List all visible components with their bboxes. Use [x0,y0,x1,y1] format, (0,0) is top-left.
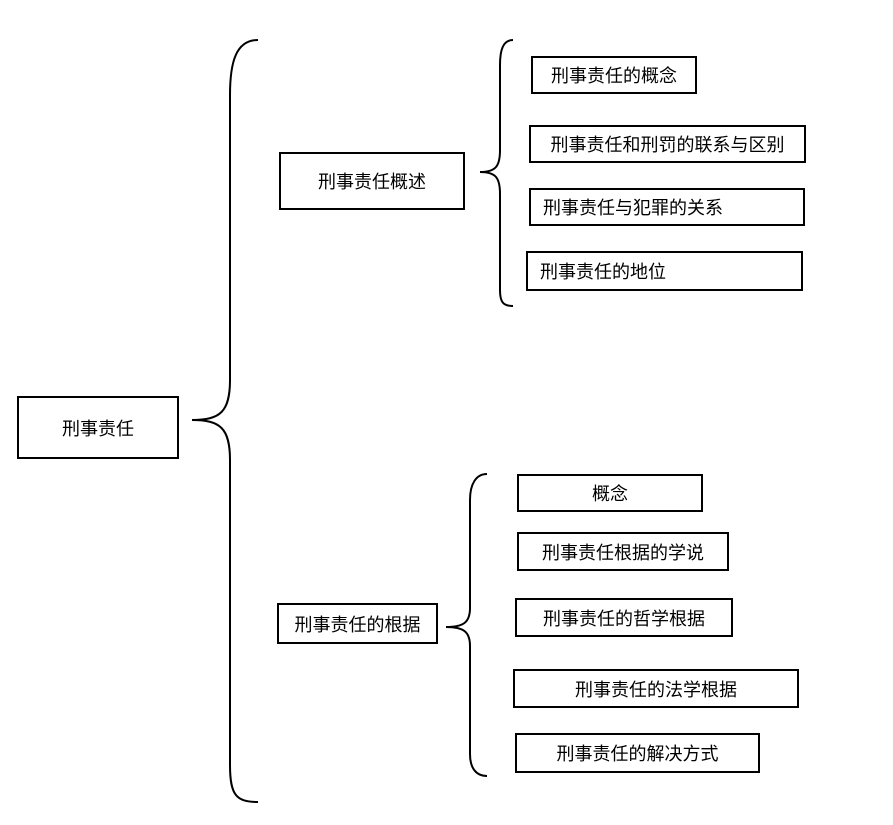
leaf-node: 刑事责任与犯罪的关系 [529,188,805,226]
branch-node-overview: 刑事责任概述 [279,152,465,210]
leaf-node: 刑事责任和刑罚的联系与区别 [529,125,806,163]
leaf-node-label: 刑事责任与犯罪的关系 [543,198,723,219]
leaf-node-label: 刑事责任的解决方式 [556,744,719,765]
branch-node-label: 刑事责任的根据 [294,614,421,636]
root-brace [191,39,259,803]
leaf-node-label: 概念 [592,484,628,505]
leaf-node: 刑事责任的哲学根据 [515,598,733,637]
leaf-node-label: 刑事责任的哲学根据 [543,608,705,630]
basis-brace [445,473,488,777]
leaf-node: 刑事责任的地位 [526,251,803,291]
leaf-node-label: 刑事责任的法学根据 [575,679,737,701]
branch-node-basis: 刑事责任的根据 [277,603,438,644]
leaf-node-label: 刑事责任和刑罚的联系与区别 [550,135,785,156]
leaf-node: 概念 [517,474,703,512]
root-node: 刑事责任 [17,396,179,459]
leaf-node-label: 刑事责任的地位 [540,262,666,283]
branch-node-label: 刑事责任概述 [318,172,426,193]
leaf-node: 刑事责任根据的学说 [517,532,729,571]
leaf-node: 刑事责任的概念 [531,56,697,94]
leaf-node-label: 刑事责任根据的学说 [542,542,704,564]
leaf-node: 刑事责任的解决方式 [515,733,760,773]
leaf-node-label: 刑事责任的概念 [551,66,677,87]
root-node-label: 刑事责任 [62,418,134,440]
leaf-node: 刑事责任的法学根据 [513,669,799,708]
overview-brace [479,39,514,307]
